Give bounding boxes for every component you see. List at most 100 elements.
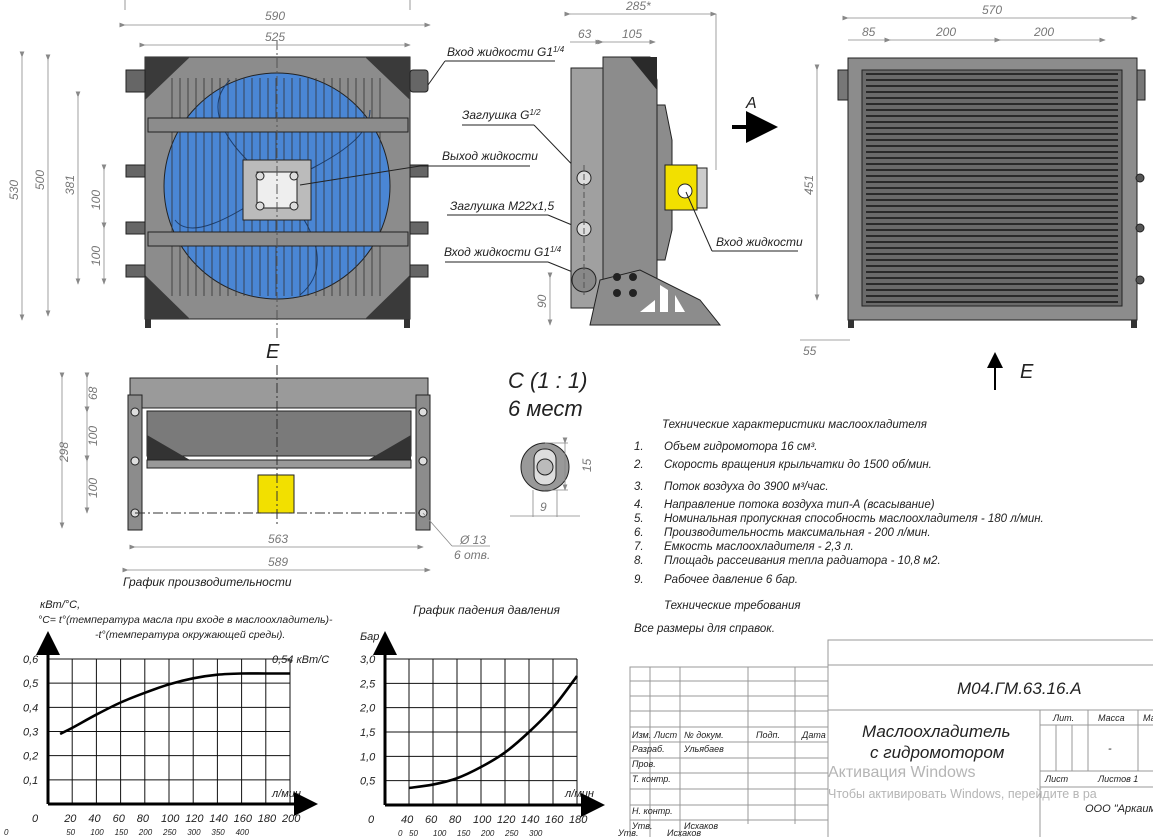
dim-port-step: 100 bbox=[89, 246, 103, 266]
x-tick-label: 100 bbox=[161, 813, 180, 825]
secondary-x-tick-label: 200 bbox=[138, 828, 153, 837]
lit-label: Лит. bbox=[1052, 713, 1074, 723]
spec-item-number: 1. bbox=[634, 441, 644, 453]
detail-title: C (1 : 1) bbox=[508, 368, 587, 393]
spec-item-text: Производительность максимальная - 200 л/… bbox=[664, 527, 931, 539]
x-tick-label: 200 bbox=[281, 813, 301, 825]
secondary-x-tick-label: 100 bbox=[90, 828, 104, 837]
chart-title: График падения давления bbox=[413, 603, 561, 617]
chart-xlabel: л/мин bbox=[271, 788, 301, 800]
chart-annotation: 0,54 кВт/С bbox=[272, 654, 329, 666]
bottom-view-dimensions: 68 100 100 298 563 589 Ø 13 6 отв. bbox=[57, 372, 490, 573]
detail-subtitle: 6 мест bbox=[508, 396, 583, 421]
footer-name: Исхаков bbox=[667, 828, 701, 837]
x-origin-label: 0 bbox=[368, 814, 375, 826]
y-tick-label: 0,6 bbox=[23, 654, 39, 666]
title-block: М04.ГМ.63.16.А Маслоохладитель с гидромо… bbox=[617, 639, 1153, 837]
hole-count: 6 отв. bbox=[454, 548, 490, 562]
dim-foot: 55 bbox=[803, 344, 817, 358]
spec-item-number: 4. bbox=[634, 499, 644, 511]
x-origin-label: 0 bbox=[32, 813, 39, 825]
dim-top: 68 bbox=[86, 386, 100, 400]
specs-title: Технические характеристики маслоохладите… bbox=[662, 419, 927, 431]
rear-view bbox=[837, 57, 1146, 328]
secondary-x-tick-label: 50 bbox=[409, 829, 418, 837]
dim-slot-height: 15 bbox=[580, 458, 594, 472]
windows-activation-hint: Чтобы активировать Windows, перейдите в … bbox=[828, 787, 1097, 801]
x-tick-label: 120 bbox=[185, 813, 204, 825]
x-tick-label: 60 bbox=[425, 814, 438, 826]
title-block-role: Пров. bbox=[632, 759, 656, 769]
y-tick-label: 0,5 bbox=[360, 776, 376, 788]
secondary-x-tick-label: 300 bbox=[529, 829, 543, 837]
chart-title: График производительности bbox=[123, 575, 292, 589]
x-tick-label: 140 bbox=[521, 814, 540, 826]
dim-port-span: 381 bbox=[63, 175, 77, 195]
callout-plug-m22: Заглушка М22х1,5 bbox=[450, 199, 554, 213]
dim-width: 570 bbox=[982, 3, 1002, 17]
y-tick-label: 1,5 bbox=[360, 727, 376, 739]
title-block-column-header: Дата bbox=[801, 730, 826, 740]
y-tick-label: 0,1 bbox=[23, 775, 38, 787]
callout-outlet: Выход жидкости bbox=[442, 149, 538, 163]
secondary-x-tick-label: 150 bbox=[115, 828, 129, 837]
sheet-label: Лист bbox=[1044, 774, 1069, 784]
mass-value: - bbox=[1108, 743, 1112, 755]
spec-item-number: 8. bbox=[634, 555, 644, 567]
performance-chart: График производительности кВт/°С, °С= t°… bbox=[4, 575, 333, 837]
chart-ylabel-note: -t°(температура окружающей среды). bbox=[95, 629, 285, 641]
spec-item-text: Площадь рассеивания тепла радиатора - 10… bbox=[664, 555, 941, 567]
x-tick-label: 60 bbox=[113, 813, 126, 825]
callouts: Вход жидкости G11/4 Заглушка G1/2 Выход … bbox=[299, 45, 586, 276]
secondary-x-tick-label: 250 bbox=[162, 828, 177, 837]
dim-step: 100 bbox=[86, 478, 100, 498]
title-block-role: Т. контр. bbox=[632, 774, 671, 784]
chart-ylabel: Бар bbox=[360, 631, 379, 643]
pressure-drop-chart: График падения давления Бар л/мин 0,51,0… bbox=[359, 603, 605, 837]
mounting-bracket bbox=[589, 269, 722, 326]
x-tick-label: 40 bbox=[401, 814, 414, 826]
dim-port-step: 100 bbox=[89, 190, 103, 210]
fan-grille bbox=[171, 78, 381, 296]
series-line-pressure-drop bbox=[408, 675, 579, 790]
spec-item-number: 2. bbox=[633, 459, 644, 471]
y-tick-label: 0,5 bbox=[23, 678, 39, 690]
y-tick-label: 3,0 bbox=[360, 654, 376, 666]
dim-holes-span: 563 bbox=[268, 532, 288, 546]
drawing-name: Маслоохладитель bbox=[862, 722, 1010, 741]
spec-item-number: 5. bbox=[634, 513, 644, 525]
title-block-column-header: № докум. bbox=[684, 730, 724, 740]
front-view bbox=[125, 40, 429, 340]
view-e-title: E bbox=[266, 341, 280, 363]
spec-item-text: Направление потока воздуха тип-А (всасыв… bbox=[664, 499, 935, 511]
title-block-column-header: Изм. bbox=[632, 730, 651, 740]
dim-width: 589 bbox=[268, 555, 288, 569]
secondary-x-tick-label: 200 bbox=[480, 829, 495, 837]
dim-frame-width: 525 bbox=[265, 30, 285, 44]
inlet-port bbox=[409, 69, 429, 93]
title-block-role: Утв. bbox=[631, 821, 652, 831]
x-tick-label: 180 bbox=[569, 814, 588, 826]
dim-height: 298 bbox=[57, 442, 71, 463]
title-block-column-header: Подп. bbox=[756, 730, 780, 740]
x-tick-label: 160 bbox=[234, 813, 253, 825]
chart-ylabel-note: °С= t°(температура масла при входе в мас… bbox=[38, 614, 333, 626]
title-block-role: Разраб. bbox=[632, 744, 665, 754]
hole-note: Ø 13 bbox=[459, 533, 486, 547]
hydraulic-motor bbox=[257, 474, 295, 514]
y-tick-label: 0,2 bbox=[23, 751, 38, 763]
windows-activation-watermark: Активация Windows bbox=[828, 764, 975, 781]
y-tick-label: 2,5 bbox=[359, 678, 376, 690]
company-name: ООО "Аркаим" bbox=[1085, 803, 1153, 815]
secondary-x-origin-label: 0 bbox=[4, 828, 9, 837]
chart-xlabel: л/мин bbox=[564, 788, 594, 800]
dim-fan: 105 bbox=[622, 27, 642, 41]
y-tick-label: 2,0 bbox=[359, 703, 376, 715]
secondary-x-tick-label: 50 bbox=[66, 828, 75, 837]
y-tick-label: 0,4 bbox=[23, 702, 38, 714]
title-block-column-header: Лист bbox=[653, 730, 678, 740]
callout-inlet-top: Вход жидкости G11/4 bbox=[447, 45, 565, 59]
callout-inlet-bottom: Вход жидкости G11/4 bbox=[444, 245, 562, 259]
spec-item-text: Рабочее давление 6 бар. bbox=[664, 574, 798, 586]
x-tick-label: 20 bbox=[63, 813, 77, 825]
